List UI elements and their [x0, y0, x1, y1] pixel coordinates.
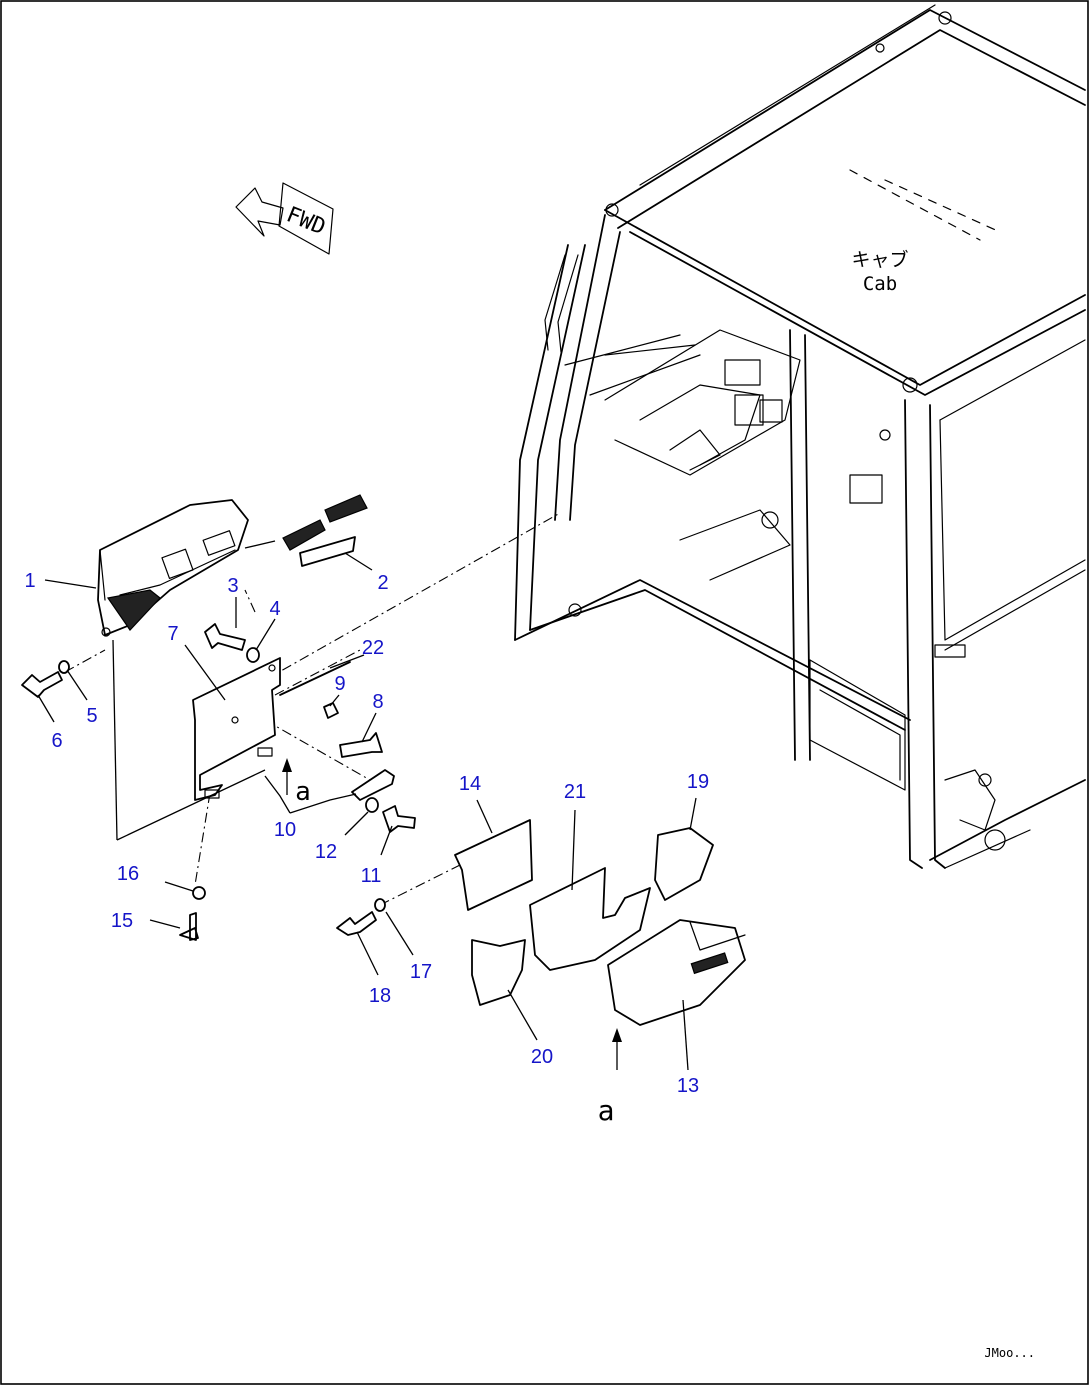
view-marker-2: a	[598, 1028, 622, 1127]
part-pads	[282, 494, 368, 567]
callout-5: 5	[86, 705, 97, 727]
part-lower-covers	[454, 819, 746, 1026]
leader-lines	[37, 540, 697, 1071]
callout-18: 18	[369, 985, 391, 1007]
callout-6: 6	[51, 730, 62, 752]
callout-8: 8	[372, 691, 383, 713]
callout-1: 1	[24, 570, 35, 592]
part-cover	[97, 499, 249, 637]
view-marker-a-upper: a	[295, 777, 311, 807]
view-marker-1: a	[282, 758, 311, 807]
part-rod	[279, 661, 351, 696]
fwd-arrow: FWD	[235, 182, 334, 255]
callout-17: 17	[410, 961, 432, 983]
part-plate	[192, 657, 281, 801]
callout-4: 4	[269, 598, 280, 620]
cab-frame: キャブ Cab	[514, 4, 1086, 869]
callout-22: 22	[362, 637, 384, 659]
callout-14: 14	[459, 773, 481, 795]
callout-11: 11	[361, 865, 382, 887]
callout-15: 15	[111, 910, 133, 932]
callout-16: 16	[117, 863, 139, 885]
callout-12: 12	[315, 841, 337, 863]
callout-3: 3	[227, 575, 238, 597]
callouts: 1 2 3 4 5 6 7 8 9 10 11 12 13 14 15 16 1…	[24, 570, 709, 1097]
cab-label-en: Cab	[863, 273, 897, 295]
fasteners	[21, 623, 416, 941]
callout-7: 7	[167, 623, 178, 645]
callout-13: 13	[677, 1075, 699, 1097]
fwd-label: FWD	[283, 202, 329, 240]
callout-10: 10	[274, 819, 296, 841]
callout-21: 21	[564, 781, 586, 803]
callout-20: 20	[531, 1046, 553, 1068]
callout-9: 9	[334, 673, 345, 695]
view-marker-a-lower: a	[598, 1094, 615, 1127]
cab-label-jp: キャブ	[851, 248, 908, 271]
projection-lines	[64, 512, 561, 906]
drawing-code: JMoo...	[984, 1346, 1035, 1360]
callout-2: 2	[377, 572, 388, 594]
callout-19: 19	[687, 771, 709, 793]
